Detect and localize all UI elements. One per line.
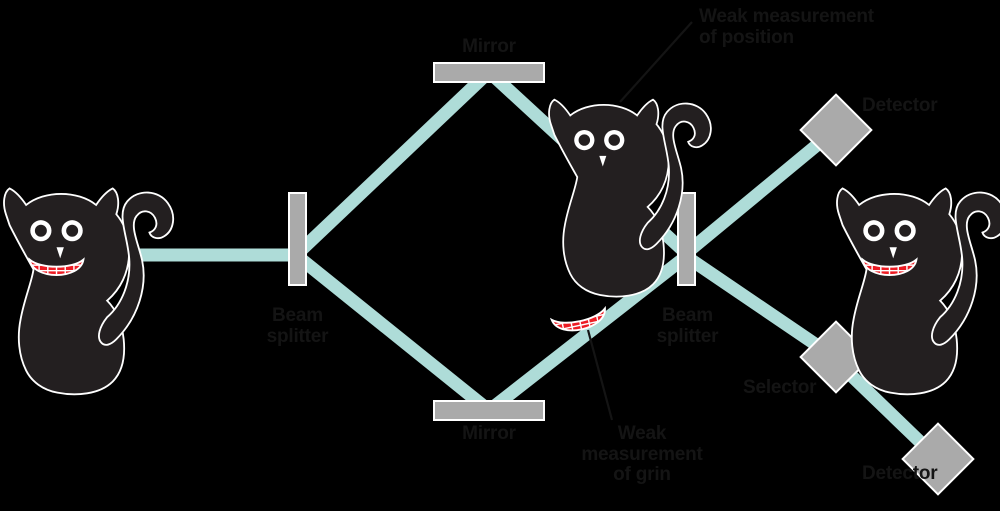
grin-leader-line [586,329,614,421]
top-mirror[interactable] [433,62,545,83]
label-mirror-top: Mirror [462,36,516,57]
label-weak-measurement-of-grin: Weak measurement of grin [581,423,703,486]
position-leader-line [619,21,693,103]
label-detector-bottom: Detector [862,463,938,484]
beam-splitters-group [288,192,696,286]
bottom-mirror[interactable] [433,400,545,421]
label-detector-top: Detector [862,95,938,116]
label-selector: Selector [743,377,817,398]
label-beam-splitter-left: Beam splitter [266,305,329,347]
top-detector[interactable] [799,93,873,167]
upper-arm-left [291,65,496,260]
label-mirror-bottom: Mirror [462,423,516,444]
leader-lines [586,21,693,421]
left-beam-splitter[interactable] [288,192,307,286]
right-beam-splitter[interactable] [677,192,696,286]
label-weak-measurement-of-position: Weak measurement of position [699,6,874,48]
lower-arm-left [291,249,496,418]
output-beam-to-top-detector [679,120,845,261]
label-beam-splitter-right: Beam splitter [656,305,719,347]
mirrors-group [433,62,545,421]
bottom-detector[interactable] [901,422,975,496]
